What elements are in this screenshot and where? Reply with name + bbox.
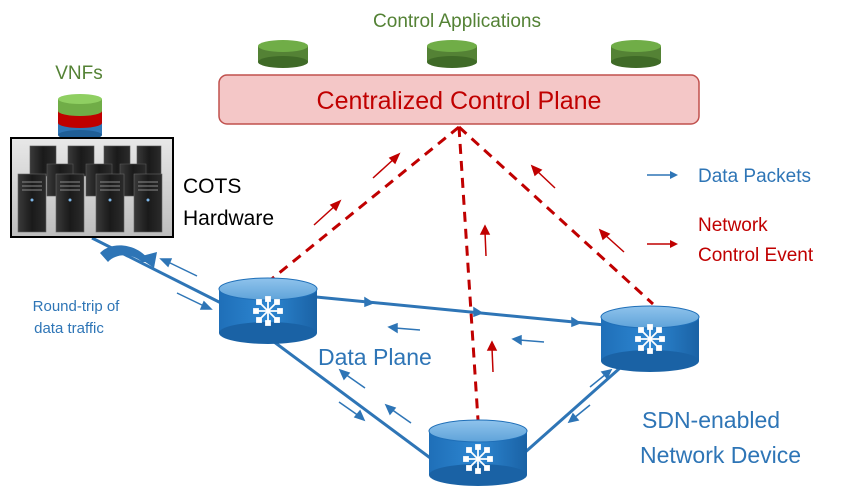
legend-data-packets: Data Packets xyxy=(647,166,811,187)
control-plane-label: Centralized Control Plane xyxy=(317,87,602,115)
roundtrip-arrow-icon xyxy=(100,245,157,268)
data-packet-arrows xyxy=(159,258,613,424)
cots-label-line2: Hardware xyxy=(183,207,274,230)
network-device-left xyxy=(218,277,318,344)
switch-icon xyxy=(463,444,493,474)
network-device-right xyxy=(600,305,700,372)
switch-icon xyxy=(253,296,283,326)
control-links xyxy=(267,125,655,421)
network-device-bottom xyxy=(428,419,528,486)
data-link-right-bottom xyxy=(521,366,621,457)
control-link-right xyxy=(457,125,655,306)
sdn-device-label-line1: SDN-enabled xyxy=(642,407,780,433)
control-link-center xyxy=(457,126,480,421)
legend-control-event-label-line1: Network xyxy=(698,215,768,236)
sdn-device-label-line2: Network Device xyxy=(640,442,801,468)
server-rack-icon xyxy=(10,137,174,238)
vnfs-label: VNFs xyxy=(55,63,103,84)
roundtrip-label-line1: Round-trip of xyxy=(33,298,121,315)
vnf-stack xyxy=(58,94,102,140)
data-link-left-bottom xyxy=(257,328,434,462)
control-link-left xyxy=(267,125,460,284)
switch-icon xyxy=(635,324,665,354)
control-applications-label: Control Applications xyxy=(373,11,541,32)
roundtrip-label-line2: data traffic xyxy=(34,320,104,337)
legend-control-event: Network Control Event xyxy=(647,215,814,266)
legend: Data Packets Network Control Event xyxy=(647,166,814,266)
control-event-arrows xyxy=(313,152,625,373)
data-plane-label: Data Plane xyxy=(318,344,432,370)
legend-data-packets-label: Data Packets xyxy=(698,166,811,187)
control-app-1 xyxy=(258,40,308,68)
control-plane-box xyxy=(218,74,700,125)
legend-control-event-label-line2: Control Event xyxy=(698,245,814,266)
control-app-3 xyxy=(611,40,661,68)
cots-label-line1: COTS xyxy=(183,175,241,198)
control-app-2 xyxy=(427,40,477,68)
